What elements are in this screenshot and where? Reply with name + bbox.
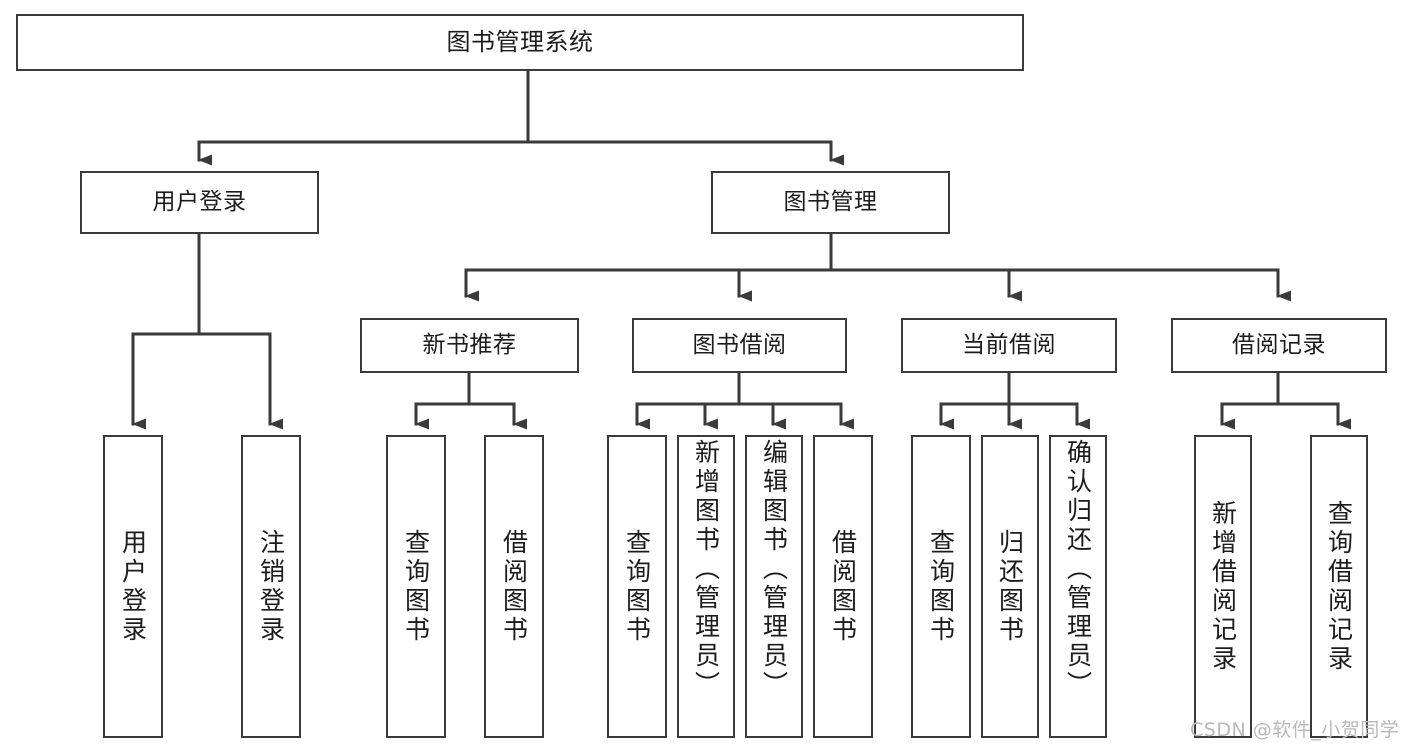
node-leaf-return-book-label: 归还图书	[995, 528, 1025, 645]
node-leaf-add-book-label: 新增图书（管理员）	[691, 439, 721, 700]
node-leaf-add-record[interactable]: 新增借阅记录	[1194, 435, 1252, 738]
node-leaf-borrow-book-1[interactable]: 借阅图书	[484, 435, 544, 738]
node-leaf-query-record[interactable]: 查询借阅记录	[1310, 435, 1368, 738]
node-root[interactable]: 图书管理系统	[16, 14, 1024, 71]
node-user-login[interactable]: 用户登录	[80, 171, 319, 234]
node-leaf-query-book-3-label: 查询图书	[926, 528, 956, 645]
node-leaf-borrow-book-2-label: 借阅图书	[828, 528, 858, 645]
node-leaf-borrow-book-2[interactable]: 借阅图书	[813, 435, 873, 738]
node-borrow-record[interactable]: 借阅记录	[1171, 318, 1387, 373]
node-book-manage-label: 图书管理	[783, 189, 878, 216]
node-book-manage[interactable]: 图书管理	[711, 171, 950, 234]
node-leaf-confirm-return[interactable]: 确认归还（管理员）	[1049, 435, 1107, 738]
node-leaf-return-book[interactable]: 归还图书	[981, 435, 1039, 738]
node-leaf-edit-book-label: 编辑图书（管理员）	[759, 439, 789, 700]
node-leaf-query-book-3[interactable]: 查询图书	[911, 435, 971, 738]
node-new-book-rec-label: 新书推荐	[422, 332, 517, 359]
node-root-label: 图书管理系统	[446, 27, 594, 56]
node-leaf-query-record-label: 查询借阅记录	[1324, 499, 1354, 674]
node-leaf-confirm-return-label: 确认归还（管理员）	[1063, 439, 1093, 700]
node-leaf-query-book-2[interactable]: 查询图书	[607, 435, 667, 738]
node-leaf-add-record-label: 新增借阅记录	[1208, 499, 1238, 674]
node-leaf-logout[interactable]: 注销登录	[241, 435, 301, 738]
node-new-book-rec[interactable]: 新书推荐	[360, 318, 579, 373]
node-book-borrow-label: 图书借阅	[692, 332, 787, 359]
node-user-login-label: 用户登录	[152, 189, 247, 216]
node-leaf-edit-book[interactable]: 编辑图书（管理员）	[745, 435, 803, 738]
node-leaf-add-book[interactable]: 新增图书（管理员）	[677, 435, 735, 738]
node-leaf-borrow-book-1-label: 借阅图书	[499, 528, 529, 645]
node-leaf-query-book-1[interactable]: 查询图书	[386, 435, 446, 738]
node-leaf-user-login[interactable]: 用户登录	[103, 435, 163, 738]
node-leaf-user-login-label: 用户登录	[118, 528, 148, 645]
node-book-borrow[interactable]: 图书借阅	[632, 318, 847, 373]
node-borrow-record-label: 借阅记录	[1232, 332, 1326, 359]
node-current-borrow[interactable]: 当前借阅	[901, 318, 1117, 373]
csdn-watermark: CSDN @软件_小贺同学	[1190, 719, 1400, 741]
node-leaf-query-book-1-label: 查询图书	[401, 528, 431, 645]
node-leaf-query-book-2-label: 查询图书	[622, 528, 652, 645]
node-leaf-logout-label: 注销登录	[256, 528, 286, 645]
node-current-borrow-label: 当前借阅	[962, 332, 1056, 359]
